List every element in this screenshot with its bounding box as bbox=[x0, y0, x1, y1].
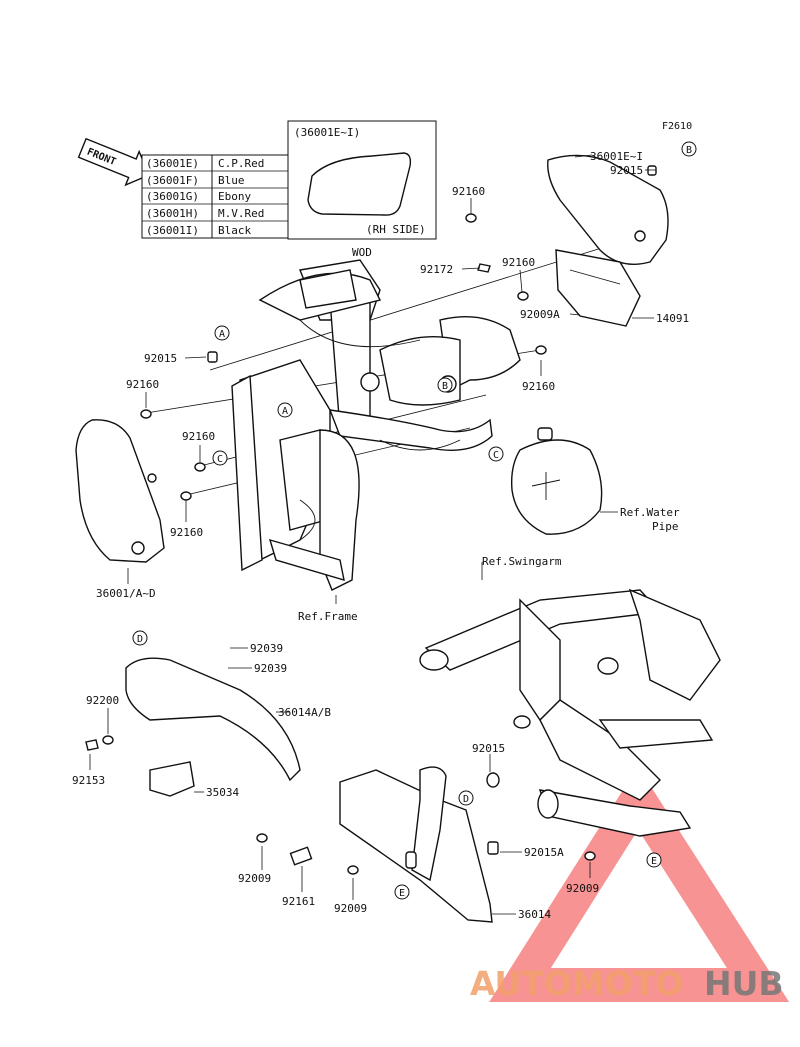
label-92160-left2: 92160 bbox=[182, 430, 215, 443]
bracket-14091 bbox=[555, 249, 641, 327]
label-14091: 14091 bbox=[656, 312, 689, 325]
label-92172: 92172 bbox=[420, 263, 453, 276]
label-36014: 36014 bbox=[518, 908, 551, 921]
label-92039a: 92039 bbox=[250, 642, 283, 655]
svg-text:A: A bbox=[282, 406, 288, 417]
label-92160-left3: 92160 bbox=[170, 526, 203, 539]
swingarm-drawing bbox=[419, 588, 721, 837]
table-code-1: (36001F) bbox=[146, 174, 199, 187]
svg-text:B: B bbox=[442, 381, 448, 392]
table-code-2: (36001G) bbox=[146, 190, 199, 203]
label-92009-right: 92009 bbox=[566, 882, 599, 895]
watermark-logo: AUTOMOTO HUB bbox=[470, 964, 784, 1003]
label-35034: 35034 bbox=[206, 786, 239, 799]
label-92160-top: 92160 bbox=[452, 185, 485, 198]
callout-c-right: C bbox=[488, 446, 504, 462]
inset-caption: (RH SIDE) bbox=[366, 223, 426, 236]
right-side-cover bbox=[547, 154, 669, 265]
label-92015-top: 92015 bbox=[610, 164, 643, 177]
callout-a-frame: A bbox=[277, 402, 293, 418]
svg-text:A: A bbox=[219, 329, 225, 340]
svg-text:C: C bbox=[217, 454, 223, 465]
table-code-3-color: M.V.Red bbox=[218, 207, 264, 220]
label-ref-swingarm: Ref.Swingarm bbox=[482, 555, 562, 568]
label-92009-center: 92009 bbox=[334, 902, 367, 915]
label-ref-water: Ref.Water bbox=[620, 506, 680, 519]
label-36001EI: 36001E~I bbox=[590, 150, 643, 163]
label-92161: 92161 bbox=[282, 895, 315, 908]
label-92039b: 92039 bbox=[254, 662, 287, 675]
callout-d-lower: D bbox=[458, 790, 474, 806]
label-92015-left: 92015 bbox=[144, 352, 177, 365]
water-pump-cover bbox=[510, 427, 603, 535]
watermark-text-2: HUB bbox=[704, 964, 784, 1003]
svg-text:E: E bbox=[399, 888, 405, 899]
table-code-0: (36001E) bbox=[146, 157, 199, 170]
table-color-4: Black bbox=[218, 224, 251, 237]
label-92015A: 92015A bbox=[524, 846, 564, 859]
inset-title: (36001E~I) bbox=[294, 126, 360, 139]
svg-text:E: E bbox=[651, 856, 657, 867]
part-labels: 36001E~I 92015 92160 92172 92160 92009A … bbox=[72, 150, 689, 921]
table-color-0: C.P.Red bbox=[218, 157, 264, 170]
label-92160-mid: 92160 bbox=[502, 256, 535, 269]
color-table: (36001E) C.P.Red (36001F) Blue (36001G) … bbox=[141, 154, 291, 239]
label-92153: 92153 bbox=[72, 774, 105, 787]
figure-code: F2610 bbox=[662, 121, 692, 132]
table-color-1: Blue bbox=[218, 174, 245, 187]
svg-text:D: D bbox=[137, 634, 143, 645]
callout-e-lower: E bbox=[394, 884, 410, 900]
svg-text:B: B bbox=[686, 145, 692, 156]
watermark-triangle bbox=[489, 766, 790, 1002]
label-ref-water-pipe: Pipe bbox=[652, 520, 679, 533]
table-code-4: (36001I) bbox=[146, 224, 199, 237]
guard-36014AB bbox=[125, 657, 301, 797]
label-36014AB: 36014A/B bbox=[278, 706, 331, 719]
label-92200: 92200 bbox=[86, 694, 119, 707]
label-ref-frame: Ref.Frame bbox=[298, 610, 358, 623]
table-code-3: (36001H) bbox=[146, 207, 199, 220]
callout-d-guard: D bbox=[132, 630, 148, 646]
callout-e-right: E bbox=[646, 852, 662, 868]
callout-a-left: A bbox=[214, 325, 230, 341]
watermark-text-1: AUTOMOTO bbox=[470, 964, 683, 1003]
front-arrow-icon: FRONT bbox=[77, 137, 151, 187]
rh-side-inset: (36001E~I) (RH SIDE) bbox=[287, 120, 437, 240]
label-36001AD: 36001/A~D bbox=[96, 587, 156, 600]
label-92015-low: 92015 bbox=[472, 742, 505, 755]
label-92009A: 92009A bbox=[520, 308, 560, 321]
svg-text:D: D bbox=[463, 794, 469, 805]
table-color-2: Ebony bbox=[218, 190, 251, 203]
leader-lines bbox=[89, 154, 656, 915]
left-side-cover bbox=[75, 419, 165, 563]
callout-c-left: C bbox=[212, 450, 228, 466]
label-92009-left: 92009 bbox=[238, 872, 271, 885]
wod-label: WOD bbox=[352, 246, 372, 259]
label-92160-right: 92160 bbox=[522, 380, 555, 393]
callout-b-frame: B bbox=[437, 377, 453, 393]
frame-drawing bbox=[231, 259, 521, 591]
label-92160-left1: 92160 bbox=[126, 378, 159, 391]
svg-text:C: C bbox=[493, 450, 499, 461]
callout-b-top: B bbox=[681, 141, 697, 157]
hardware bbox=[85, 165, 657, 875]
chain-cover-36014 bbox=[339, 766, 493, 923]
